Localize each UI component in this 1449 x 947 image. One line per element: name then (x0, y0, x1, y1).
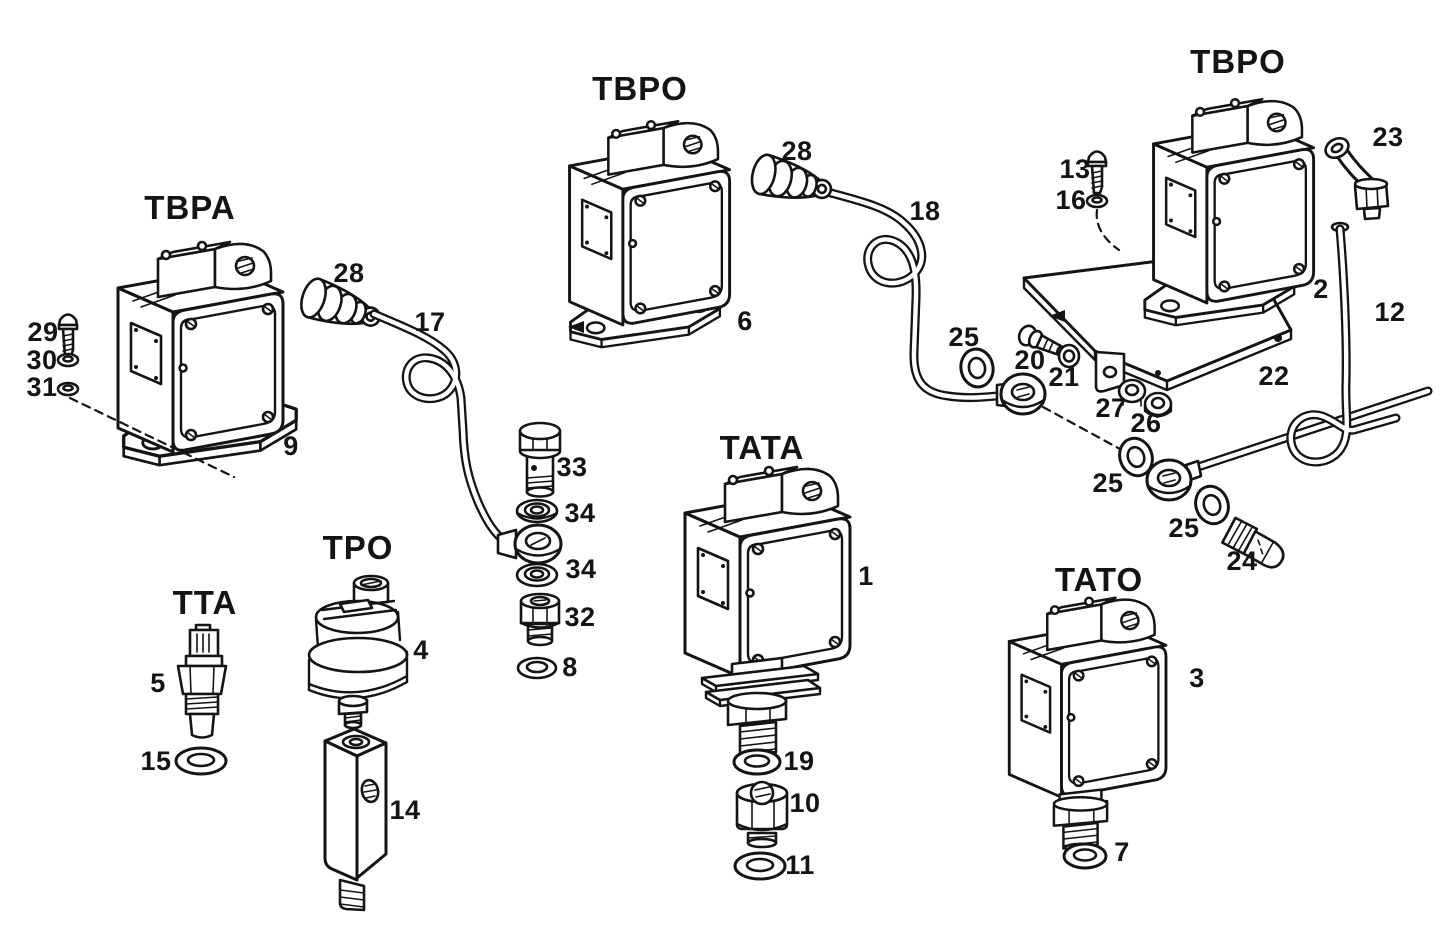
callout-2: 2 (1313, 273, 1329, 304)
callout-18: 18 (909, 195, 941, 226)
callout-23: 23 (1372, 121, 1404, 152)
callout-3: 3 (1189, 662, 1205, 693)
callout-8: 8 (562, 651, 578, 682)
pipe17-banjo-fitting-drawing (496, 523, 563, 565)
callout-28b: 28 (781, 135, 813, 166)
callout-14: 14 (389, 794, 421, 825)
callout-25c: 25 (1168, 512, 1200, 543)
part-12-pipe-drawing (1187, 221, 1433, 474)
group-title-tbpo-center: TBPO (592, 70, 688, 108)
part-32-fitting-drawing (519, 592, 561, 647)
part-33-banjo-bolt-drawing (518, 421, 562, 498)
rod-banjo-fitting-drawing (1145, 458, 1203, 502)
group-title-tbpo-right: TBPO (1190, 43, 1286, 81)
assembly-dashed-line-25 (1041, 405, 1122, 451)
callout-31: 31 (26, 371, 58, 402)
part-7-washer-drawing (1062, 842, 1108, 870)
callout-9: 9 (283, 430, 299, 461)
callout-30: 30 (26, 344, 58, 375)
callout-5: 5 (150, 667, 166, 698)
assembly-dashed-line-31 (68, 396, 236, 479)
callout-34b: 34 (565, 553, 597, 584)
group-title-tta: TTA (172, 584, 238, 622)
part-17-pipe-drawing (369, 309, 511, 547)
part-26-nut-drawing (1143, 391, 1173, 418)
callout-16: 16 (1055, 184, 1087, 215)
callout-20: 20 (1014, 344, 1046, 375)
callout-32: 32 (564, 601, 596, 632)
callout-13: 13 (1059, 153, 1091, 184)
callout-6: 6 (737, 305, 753, 336)
part-8-washer-drawing (516, 656, 558, 680)
callout-21: 21 (1048, 361, 1080, 392)
callout-33: 33 (556, 451, 588, 482)
part-31-washer-drawing (56, 381, 80, 397)
callout-17: 17 (414, 306, 446, 337)
part-34b-washer-drawing (515, 562, 559, 588)
callout-25a: 25 (948, 321, 980, 352)
callout-28a: 28 (333, 257, 365, 288)
callout-29: 29 (27, 316, 59, 347)
part-23-elbow-fitting-drawing (1324, 136, 1390, 221)
callout-11: 11 (785, 849, 815, 880)
callout-26: 26 (1130, 407, 1162, 438)
callout-24: 24 (1226, 545, 1258, 576)
tta-sensor-drawing (176, 623, 228, 739)
assembly-dashed-line-16 (1095, 208, 1121, 252)
callout-10: 10 (789, 787, 821, 818)
callout-4: 4 (413, 634, 429, 665)
part-15-washer-drawing (174, 746, 228, 776)
part-34a-washer-drawing (515, 498, 559, 524)
part-19-washer-drawing (732, 748, 782, 776)
part-10-nut-drawing (735, 780, 789, 849)
callout-12: 12 (1374, 296, 1406, 327)
callout-7: 7 (1114, 836, 1130, 867)
callout-27: 27 (1095, 392, 1127, 423)
part-30-washer-drawing (56, 352, 80, 368)
callout-22: 22 (1258, 360, 1290, 391)
part-21-washer-drawing (1057, 343, 1081, 369)
part-14-block-drawing (323, 727, 388, 912)
part-16-washer-drawing (1085, 193, 1109, 209)
callout-25b: 25 (1092, 467, 1124, 498)
part-18-pipe-drawing (815, 185, 1002, 403)
group-title-tbpa: TBPA (144, 189, 236, 227)
group-title-tato: TATO (1054, 561, 1144, 599)
tpo-sender-drawing (307, 574, 409, 730)
part-24-bolt-drawing (1221, 516, 1285, 569)
callout-1: 1 (858, 560, 874, 591)
group-title-tata: TATA (719, 429, 805, 467)
callout-15: 15 (140, 745, 172, 776)
group-title-tpo: TPO (322, 529, 394, 567)
pipe18-banjo-fitting-drawing (995, 372, 1047, 416)
callout-19: 19 (783, 745, 815, 776)
part-27-nut-drawing (1117, 378, 1147, 407)
part-11-washer-drawing (733, 851, 787, 881)
callout-34a: 34 (564, 497, 596, 528)
